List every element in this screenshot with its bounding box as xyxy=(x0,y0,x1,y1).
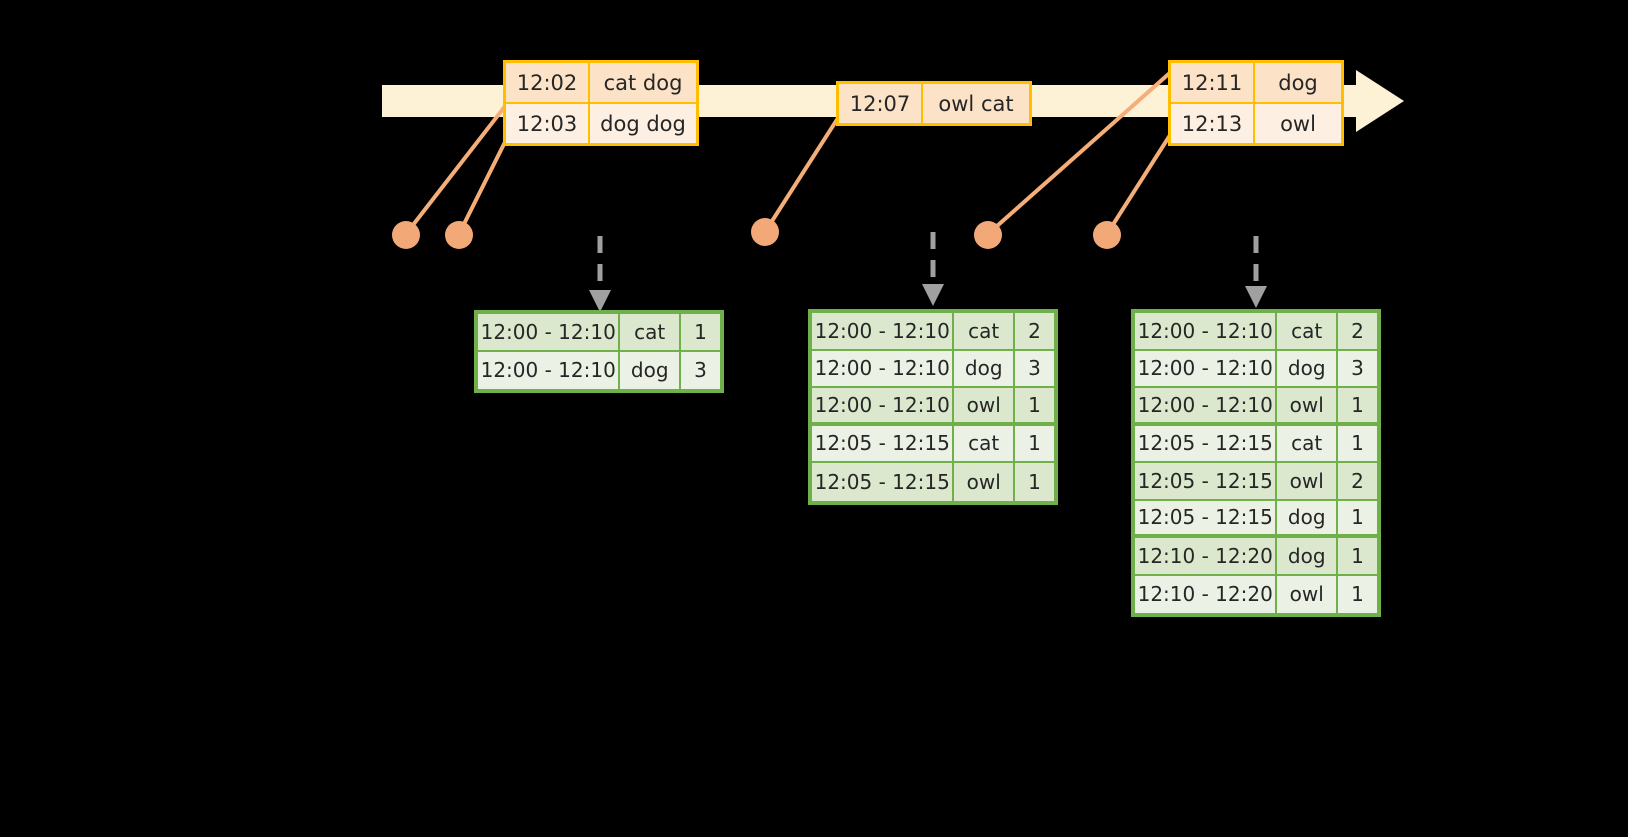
cell-count: 1 xyxy=(1337,425,1377,463)
cell-key: dog xyxy=(1277,350,1338,388)
cell-key: dog xyxy=(620,351,681,389)
cell-window: 12:00 - 12:10 xyxy=(812,313,955,351)
cell-count: 1 xyxy=(1337,388,1377,426)
cell-count: 3 xyxy=(1337,350,1377,388)
marker-dot-1 xyxy=(392,221,420,249)
cell-window: 12:00 - 12:10 xyxy=(812,350,955,388)
event-payload: cat dog xyxy=(590,63,696,102)
cell-key: dog xyxy=(1277,538,1338,576)
cell-window: 12:05 - 12:15 xyxy=(1135,425,1278,463)
event-payload: owl cat xyxy=(923,84,1029,123)
cell-count: 2 xyxy=(1014,313,1054,351)
marker-dot-2 xyxy=(445,221,473,249)
marker-dot-4 xyxy=(974,221,1002,249)
event-time: 12:07 xyxy=(839,84,923,123)
cell-window: 12:10 - 12:20 xyxy=(1135,575,1278,613)
cell-window: 12:05 - 12:15 xyxy=(812,425,955,463)
event-time: 12:11 xyxy=(1171,63,1255,102)
event-row[interactable]: 12:07 owl cat xyxy=(839,84,1029,123)
cell-key: dog xyxy=(954,350,1015,388)
connector-line-1 xyxy=(404,103,508,236)
cell-window: 12:05 - 12:15 xyxy=(1135,463,1278,501)
cell-key: owl xyxy=(954,388,1015,426)
cell-window: 12:00 - 12:10 xyxy=(478,314,621,352)
emit-arrows xyxy=(589,232,1267,312)
event-row[interactable]: 12:03 dog dog xyxy=(506,102,696,143)
cell-key: dog xyxy=(1277,500,1338,538)
event-row[interactable]: 12:11 dog xyxy=(1171,63,1341,102)
cell-window: 12:00 - 12:10 xyxy=(478,351,621,389)
cell-key: cat xyxy=(620,314,681,352)
cell-key: cat xyxy=(1277,425,1338,463)
cell-count: 3 xyxy=(680,351,720,389)
cell-count: 1 xyxy=(1014,463,1054,501)
cell-count: 1 xyxy=(680,314,720,352)
cell-count: 2 xyxy=(1337,463,1377,501)
cell-key: cat xyxy=(954,425,1015,463)
marker-dot-3 xyxy=(751,218,779,246)
cell-window: 12:00 - 12:10 xyxy=(1135,313,1278,351)
event-time: 12:02 xyxy=(506,63,590,102)
cell-window: 12:00 - 12:10 xyxy=(1135,350,1278,388)
cell-key: owl xyxy=(954,463,1015,501)
event-time: 12:03 xyxy=(506,104,590,143)
cell-key: cat xyxy=(954,313,1015,351)
event-time: 12:13 xyxy=(1171,104,1255,143)
cell-key: owl xyxy=(1277,463,1338,501)
event-group-3[interactable]: 12:11 dog 12:13 owl xyxy=(1168,60,1344,146)
event-row[interactable]: 12:13 owl xyxy=(1171,102,1341,143)
connector-line-3 xyxy=(763,116,840,234)
cell-count: 2 xyxy=(1337,313,1377,351)
emit-arrow-3 xyxy=(1245,236,1267,308)
cell-window: 12:05 - 12:15 xyxy=(1135,500,1278,538)
cell-window: 12:05 - 12:15 xyxy=(812,463,955,501)
connector-line-5 xyxy=(1105,130,1174,236)
marker-dot-5 xyxy=(1093,221,1121,249)
marker-dots xyxy=(392,218,1121,249)
cell-count: 1 xyxy=(1337,500,1377,538)
event-group-2[interactable]: 12:07 owl cat xyxy=(836,81,1032,126)
cell-count: 1 xyxy=(1337,538,1377,576)
cell-window: 12:10 - 12:20 xyxy=(1135,538,1278,576)
event-payload: owl xyxy=(1255,104,1341,143)
emit-arrow-1 xyxy=(589,236,611,312)
connector-line-2 xyxy=(457,138,508,236)
cell-window: 12:00 - 12:10 xyxy=(812,388,955,426)
emit-arrow-2 xyxy=(922,232,944,306)
event-payload: dog xyxy=(1255,63,1341,102)
cell-count: 1 xyxy=(1337,575,1377,613)
cell-key: owl xyxy=(1277,575,1338,613)
event-payload: dog dog xyxy=(590,104,696,143)
cell-window: 12:00 - 12:10 xyxy=(1135,388,1278,426)
event-group-1[interactable]: 12:02 cat dog 12:03 dog dog xyxy=(503,60,699,146)
cell-count: 1 xyxy=(1014,388,1054,426)
cell-key: cat xyxy=(1277,313,1338,351)
cell-key: owl xyxy=(1277,388,1338,426)
cell-count: 3 xyxy=(1014,350,1054,388)
event-row[interactable]: 12:02 cat dog xyxy=(506,63,696,102)
cell-count: 1 xyxy=(1014,425,1054,463)
